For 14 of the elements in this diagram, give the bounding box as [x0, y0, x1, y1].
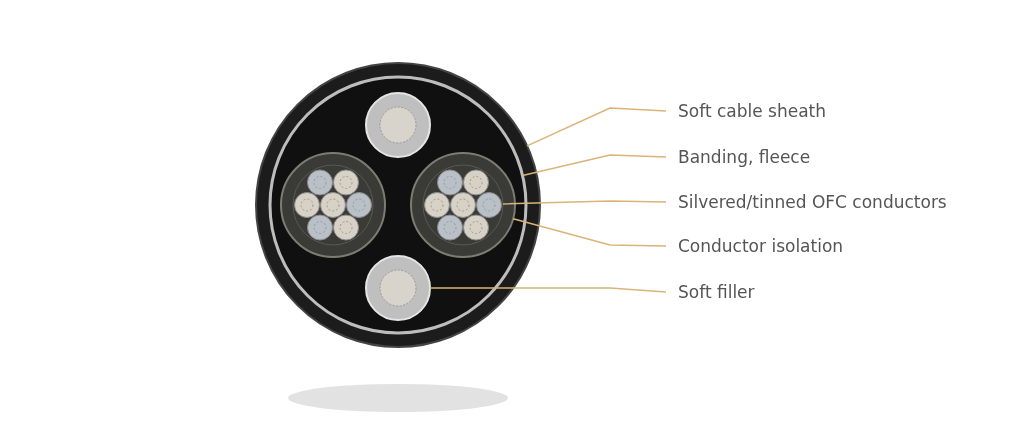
part-label: Silvered/tinned OFC conductors [678, 191, 947, 213]
leader-line [526, 107, 667, 147]
leader-line [429, 287, 667, 293]
leader-line [512, 217, 667, 247]
part-label: Conductor isolation [678, 235, 844, 257]
filler-core [365, 92, 431, 158]
leader-line [521, 154, 667, 177]
conductor-bundle [292, 164, 374, 246]
part-label: Soft filler [678, 281, 755, 303]
conductor-bundle [422, 164, 504, 246]
filler-core [365, 255, 431, 321]
part-label: Banding, fleece [678, 146, 811, 168]
part-label: Soft cable sheath [678, 100, 827, 122]
leader-line [502, 200, 667, 205]
